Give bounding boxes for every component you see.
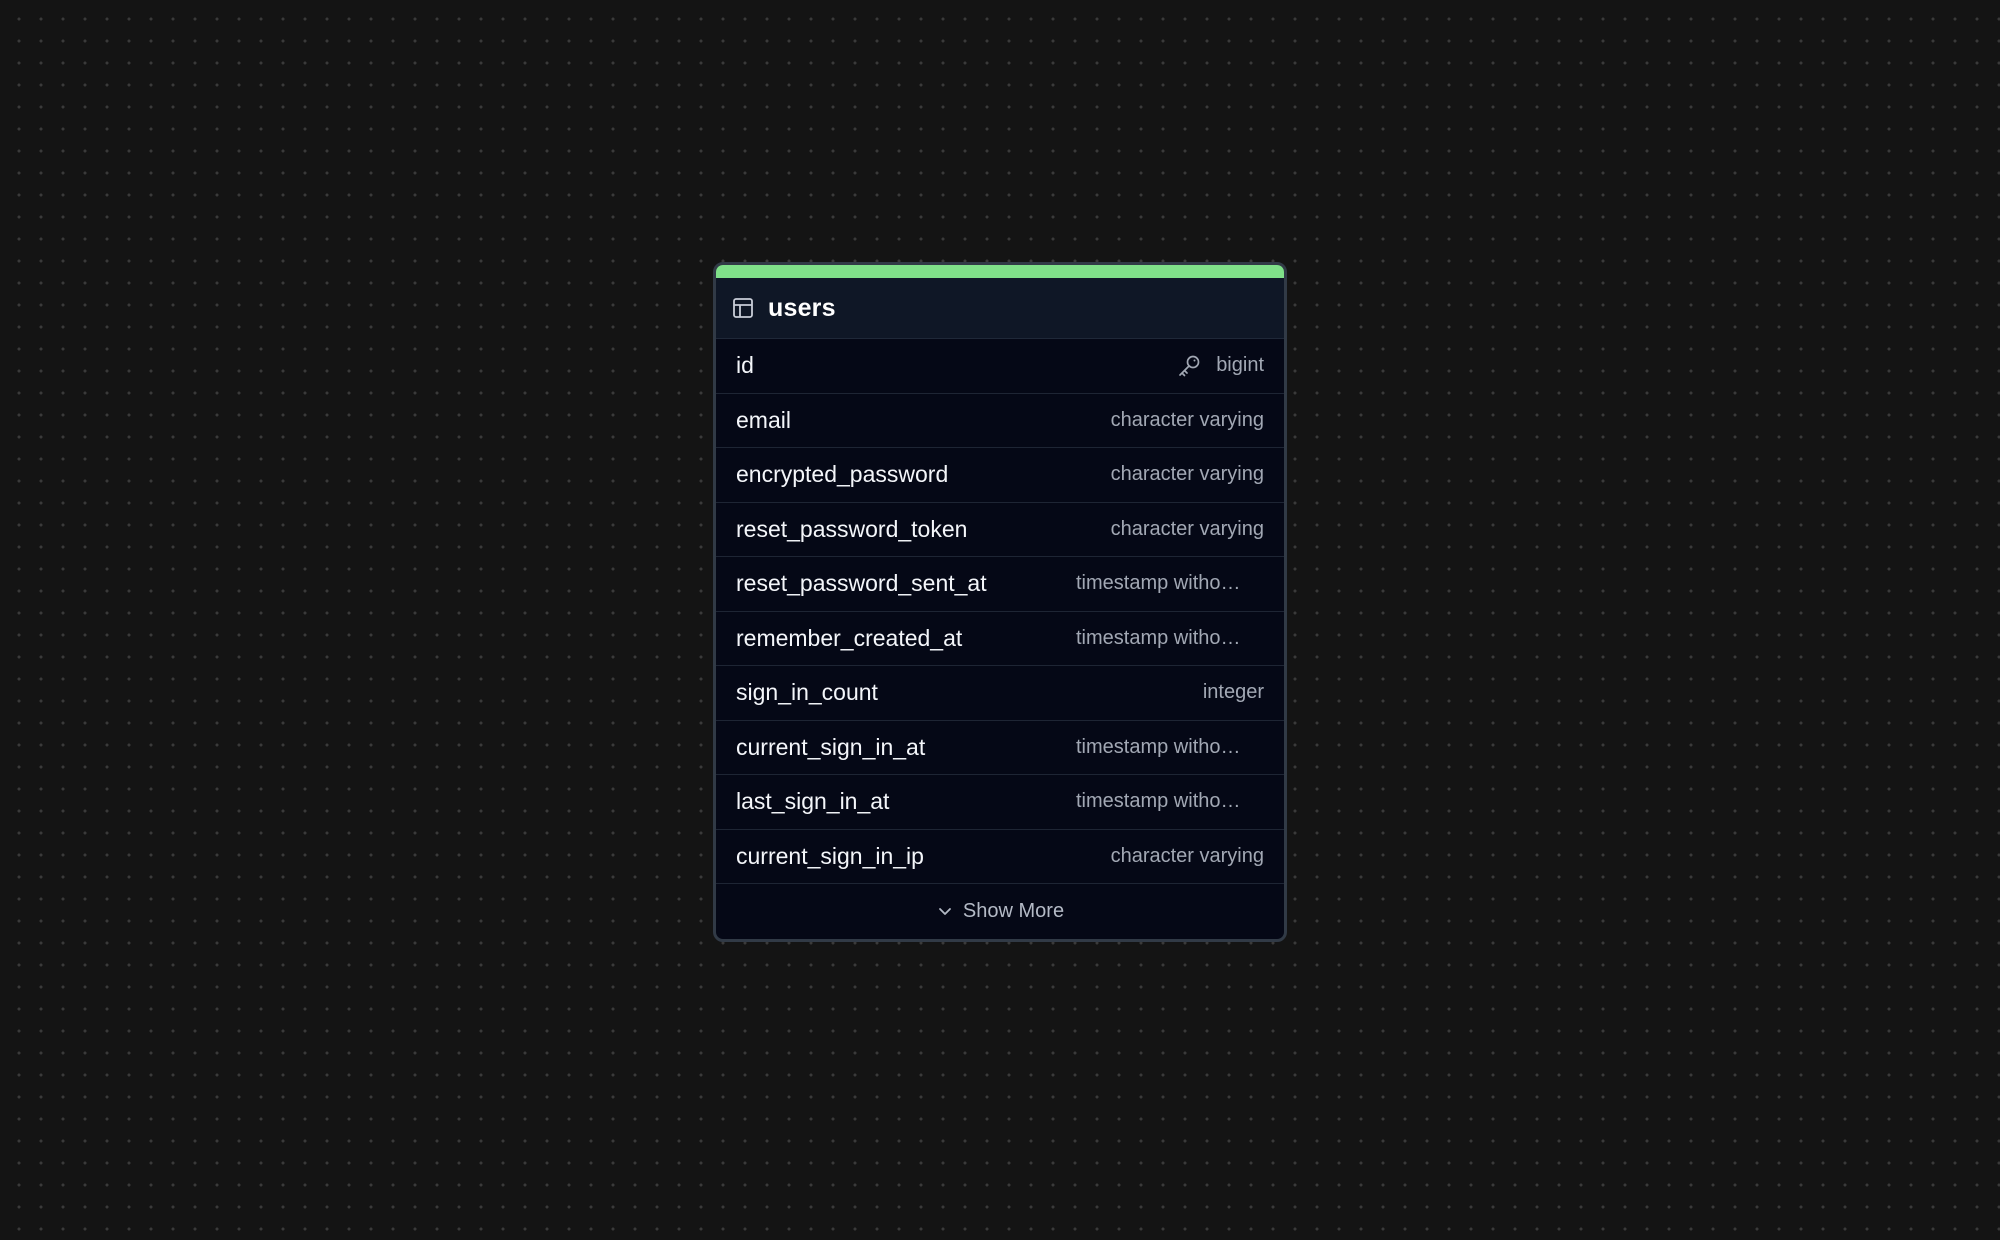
column-type: timestamp witho…: [1076, 626, 1241, 649]
column-row[interactable]: last_sign_in_at timestamp witho…: [716, 775, 1284, 830]
column-row[interactable]: sign_in_count integer: [716, 666, 1284, 721]
column-type: character varying: [1110, 408, 1264, 431]
column-type-wrap: bigint: [1176, 353, 1264, 379]
column-name: last_sign_in_at: [736, 788, 890, 815]
column-name: email: [736, 406, 791, 433]
column-name: current_sign_in_ip: [736, 842, 924, 869]
column-type: bigint: [1216, 354, 1264, 377]
column-name: reset_password_sent_at: [736, 570, 987, 597]
column-name: current_sign_in_at: [736, 733, 926, 760]
table-title: users: [768, 293, 836, 322]
column-row[interactable]: email character varying: [716, 393, 1284, 448]
column-name: remember_created_at: [736, 624, 963, 651]
column-row[interactable]: id bigint: [716, 339, 1284, 394]
column-type: character varying: [1110, 517, 1264, 540]
column-row[interactable]: reset_password_sent_at timestamp witho…: [716, 557, 1284, 612]
column-row[interactable]: current_sign_in_ip character varying: [716, 829, 1284, 884]
show-more-label: Show More: [962, 899, 1065, 922]
column-type: character varying: [1110, 844, 1264, 867]
table-node-users[interactable]: users id bigint email character varying …: [713, 262, 1287, 942]
table-icon: [732, 297, 754, 319]
column-row[interactable]: remember_created_at timestamp witho…: [716, 611, 1284, 666]
column-type: timestamp witho…: [1076, 572, 1241, 595]
chevron-down-icon: [936, 902, 954, 920]
column-type: integer: [1202, 681, 1264, 704]
column-type: character varying: [1110, 463, 1264, 486]
table-accent-bar: [716, 265, 1284, 278]
column-type: timestamp witho…: [1076, 790, 1241, 813]
column-type: timestamp witho…: [1076, 735, 1241, 758]
table-header[interactable]: users: [716, 278, 1284, 339]
column-row[interactable]: current_sign_in_at timestamp witho…: [716, 720, 1284, 775]
column-row[interactable]: encrypted_password character varying: [716, 448, 1284, 503]
column-name: id: [736, 352, 754, 379]
column-row[interactable]: reset_password_token character varying: [716, 502, 1284, 557]
column-name: sign_in_count: [736, 679, 878, 706]
show-more-button[interactable]: Show More: [716, 884, 1284, 938]
column-name: reset_password_token: [736, 515, 968, 542]
column-name: encrypted_password: [736, 461, 949, 488]
key-icon: [1176, 353, 1202, 379]
column-list: id bigint email character varying encryp…: [716, 339, 1284, 884]
